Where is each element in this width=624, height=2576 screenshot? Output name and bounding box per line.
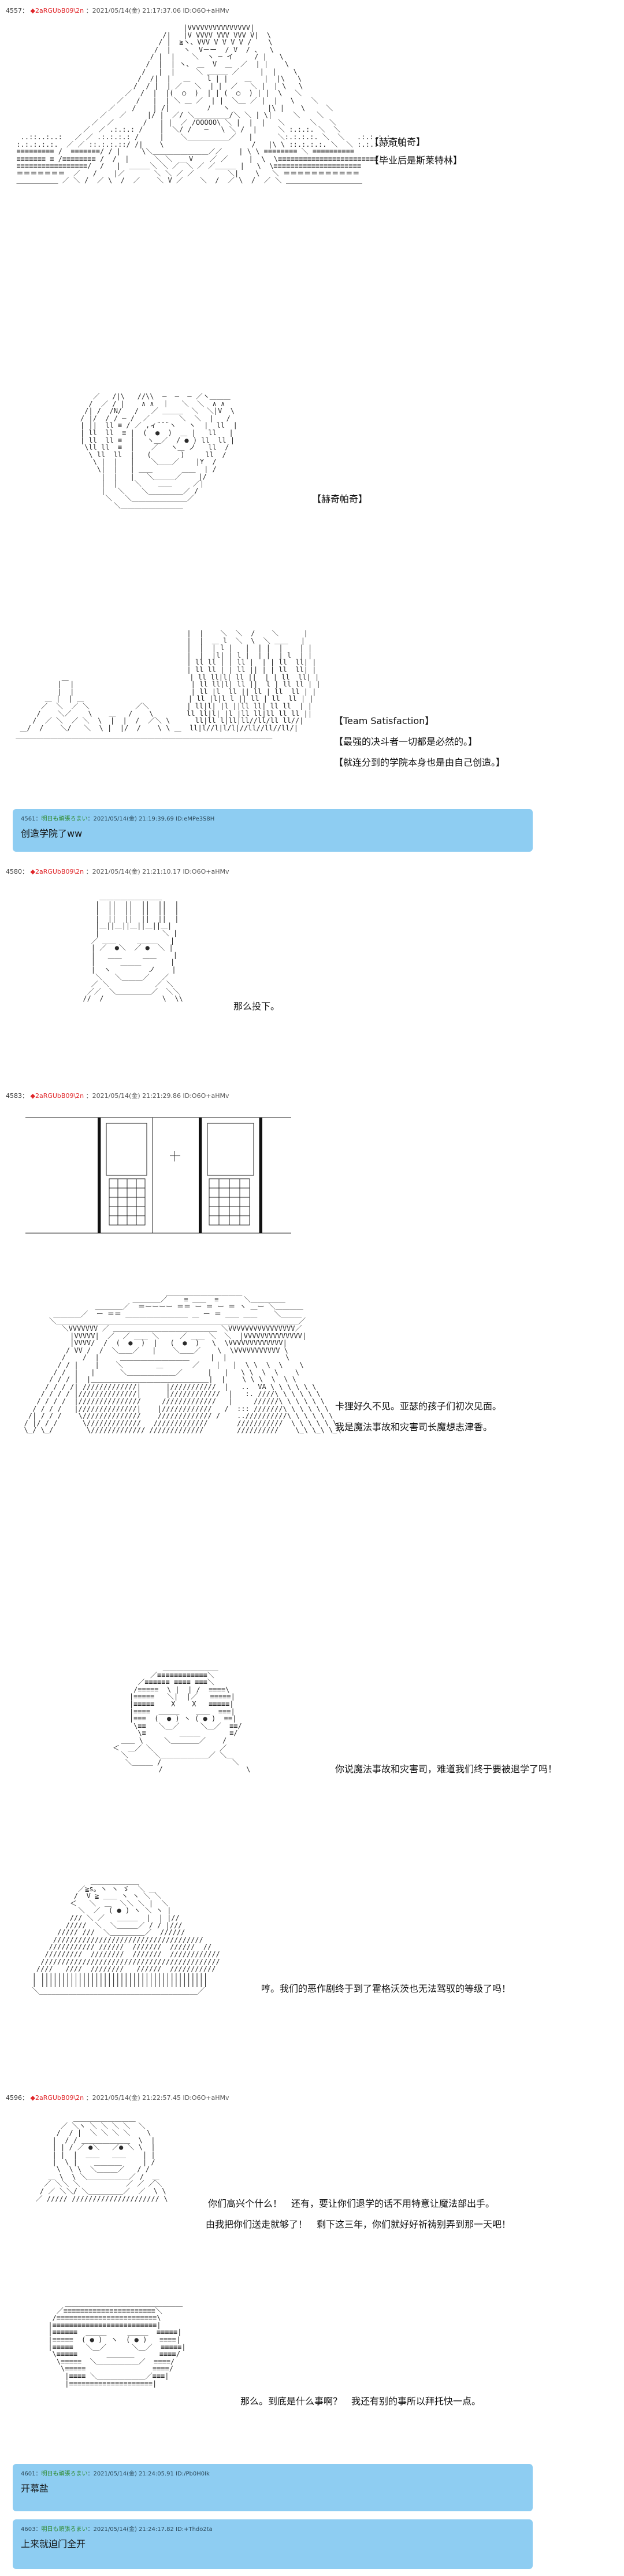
reply-header: 4601：明日も頑張ろまい：2021/05/14(金) 21:24:05.91 … xyxy=(21,2471,210,2477)
caption-line: 那么。到底是什么事啊？ 我还有别的事所以拜托快一点。 xyxy=(240,2396,481,2407)
post-header: 4580： ◆2aRGUbB09\2n ：2021/05/14(金) 21:21… xyxy=(6,868,229,875)
doors-illustration xyxy=(25,1117,291,1234)
reply-text: 开幕盐 xyxy=(21,2483,49,2494)
reply-name-link[interactable]: 明日も頑張ろまい xyxy=(41,2471,88,2477)
caption-line: 我是魔法事故和灾害司长魔想志津香。 xyxy=(335,1421,493,1432)
caption-line: 你说魔法事故和灾害司，难道我们终于要被退学了吗！ xyxy=(335,1764,558,1775)
reply-header: 4561：明日も頑張ろまい：2021/05/14(金) 21:19:39.69 … xyxy=(21,816,215,822)
caption-line: 你们高兴个什么！ 还有，要让你们退学的话不用特意让魔法部出手。 xyxy=(208,2198,495,2209)
ascii-art-figure: ＿＿＿＿＿＿＿＿＿＿＿ ＿＿＿＿／ ≡ ＿＿ ≡ ＼＿＿＿＿＿ ＿＿＿＿／ ＝ー… xyxy=(24,1288,341,1435)
post-header: 4596： ◆2aRGUbB09\2n ：2021/05/14(金) 21:22… xyxy=(6,2094,229,2102)
reply-box: 4561：明日も頑張ろまい：2021/05/14(金) 21:19:39.69 … xyxy=(13,809,533,852)
reply-text: 上来就迫门全开 xyxy=(21,2538,86,2549)
reply-name-link[interactable]: 明日も頑張ろまい xyxy=(41,2526,88,2533)
poster-name-link[interactable]: 2aRGUbB09\2n xyxy=(35,1092,84,1100)
ascii-art-figure: ＿＿＿＿＿＿＿＿ ／≡≡≡≡≡≡≡≡≡≡≡≡＼ ／≡≡≡≡≡≡ ≡≡≡≡ ≡≡≡… xyxy=(113,1664,251,1774)
poster-name-link[interactable]: 2aRGUbB09\2n xyxy=(35,7,84,14)
ascii-art-figure: ＿＿＿＿＿＿＿＿＿ | || || || || | | || || || || … xyxy=(83,893,183,1003)
caption-line: 【毕业后是斯莱特林】 xyxy=(370,155,463,166)
caption-line: 【赫奇帕奇】 xyxy=(370,136,426,147)
poster-name-link[interactable]: 2aRGUbB09\2n xyxy=(35,868,84,875)
reply-name-link[interactable]: 明日も頑張ろまい xyxy=(41,816,88,822)
ascii-art-figure: ／ /|\ //\\ ─ ─ ─ ／ヽ＿＿＿ / ／ / | ∧ ∧ ｜ ＼ ＼… xyxy=(80,392,237,510)
reply-text: 创造学院了ww xyxy=(21,828,83,839)
post-header: 4557： ◆2aRGUbB09\2n ：2021/05/14(金) 21:17… xyxy=(6,7,229,14)
caption-line: 哼。我们的恶作剧终于到了霍格沃茨也无法驾驭的等级了吗！ xyxy=(261,1983,511,1994)
ascii-art-figure: | | ＼ ＼ / ＼ | | | ＿ l ＼ \ ＼ ＿＿ | | | | l… xyxy=(16,629,321,740)
caption-line: 【就连分到的学院本身也是由自己创造。】 xyxy=(334,757,506,768)
ascii-art-figure: ＿＿＿＿＿＿＿ ／≧s。ヽ ヽ ゞ ＼ ＿ / V ≧ ＿＿ ヽ ヽ ＼ ＼ ＜… xyxy=(32,1877,220,1995)
caption-line: 那么投下。 xyxy=(233,1001,280,1012)
caption-line: 【最强的决斗者一切都是必然的。】 xyxy=(334,736,478,747)
caption-line: 由我把你们送走就够了！ 剩下这三年，你们就好好祈祷别弄到那一天吧！ xyxy=(206,2219,511,2230)
reply-header: 4603：明日も頑張ろまい：2021/05/14(金) 21:24:17.82 … xyxy=(21,2526,213,2533)
reply-box: 4603：明日も頑張ろまい：2021/05/14(金) 21:24:17.82 … xyxy=(13,2519,533,2569)
reply-box: 4601：明日も頑張ろまい：2021/05/14(金) 21:24:05.91 … xyxy=(13,2464,533,2511)
caption-line: 卡狸好久不见。亚瑟的孩子们初次见面。 xyxy=(335,1401,502,1412)
caption-line: 【赫奇帕奇】 xyxy=(312,493,368,504)
ascii-art-figure: ＿＿＿＿＿＿＿＿＿＿＿＿＿＿＿＿＿ ／≡≡≡≡≡≡≡≡≡≡≡≡≡≡≡≡≡≡≡≡≡… xyxy=(48,2299,186,2388)
caption-line: 【Team Satisfaction】 xyxy=(334,715,434,726)
poster-name-link[interactable]: 2aRGUbB09\2n xyxy=(35,2094,84,2102)
ascii-art-figure: ＿＿＿＿＿＿＿＿＿ ／ ＼ヽ ＼ ＼ ＼ ＼ ＼ / / | ＼ ＼ ＼ ＼ \… xyxy=(35,2114,168,2203)
post-header: 4583： ◆2aRGUbB09\2n ：2021/05/14(金) 21:21… xyxy=(6,1092,229,1100)
ascii-art-figure: |VVVVVVVVVVVVVVV| /| |V VVVV VVV VVV V| … xyxy=(16,24,407,185)
